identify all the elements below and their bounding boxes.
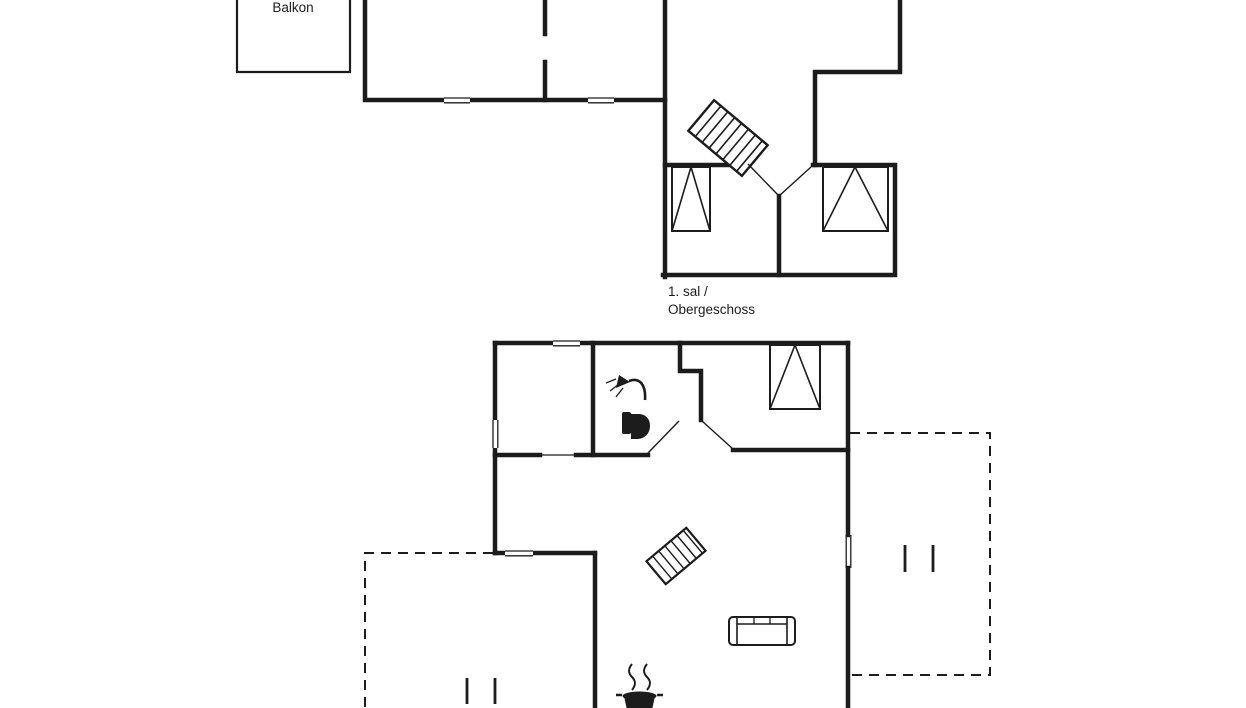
stairs-walkline [747,163,812,197]
terrace-outline [364,552,493,708]
toilet-icon [622,412,650,439]
window-icon [492,420,499,448]
door-swing [701,420,734,450]
window-icon [505,550,533,557]
window-icon [553,340,580,347]
steam-icon [628,663,636,691]
toilet-bowl [631,414,650,439]
window-icon [444,97,470,104]
balcony [235,0,352,74]
shower-hose [628,378,647,401]
wall [362,0,668,103]
wall [812,0,903,168]
terrace-bottom-left [364,552,497,708]
toilet-tank [622,412,631,434]
bed-outline [671,166,711,232]
ground-floor-plan [364,339,991,708]
ground-windows [491,339,852,568]
window-icon [588,97,614,104]
sofa-arms [736,617,788,645]
steam-icon [643,663,651,691]
floor-caption-line1: 1. sal / [668,284,708,299]
terrace-right [850,432,991,676]
door-swing [647,420,680,454]
bench-icon [465,678,497,704]
upper-windows [444,96,614,104]
balcony-outline [235,0,352,74]
stove-icon [616,663,663,708]
shower-head [616,375,630,388]
window-gap [444,96,470,104]
ground-walls [492,340,851,708]
balcony-label: Balkon [272,0,313,15]
window-gap [491,420,499,448]
ground-doors [540,420,734,456]
bed-outline [769,344,821,410]
table-hatch [652,529,704,580]
stairs-steps [694,105,763,172]
double-bed-icon [822,166,889,232]
shower-spray [605,378,624,398]
bed-diagonals [822,166,889,232]
wall [677,340,704,423]
floor-caption-line2: Obergeschoss [668,302,755,317]
bed-diagonals [769,344,821,410]
terrace-door-icon [845,535,852,568]
sofa-cushions [753,617,771,624]
upper-floor-plan: Balkon 1. sal / Obergeschoss [235,0,903,317]
bench-icon [903,545,935,572]
bed-outline [822,166,889,232]
upper-walls [362,0,903,280]
dining-table-icon [644,526,708,586]
single-bed-icon [671,166,711,232]
terrace-outline [850,432,991,676]
shower-icon [605,375,647,401]
sofa-outline [728,616,796,646]
single-bed-icon [769,344,821,410]
window-gap [553,339,580,347]
stairs-icon [686,98,770,178]
pot-body [624,696,655,708]
window-gap [505,549,533,557]
bed-diagonals [671,166,711,232]
window-gap [588,96,614,104]
table-outline [644,526,708,586]
sofa-icon [728,616,796,646]
